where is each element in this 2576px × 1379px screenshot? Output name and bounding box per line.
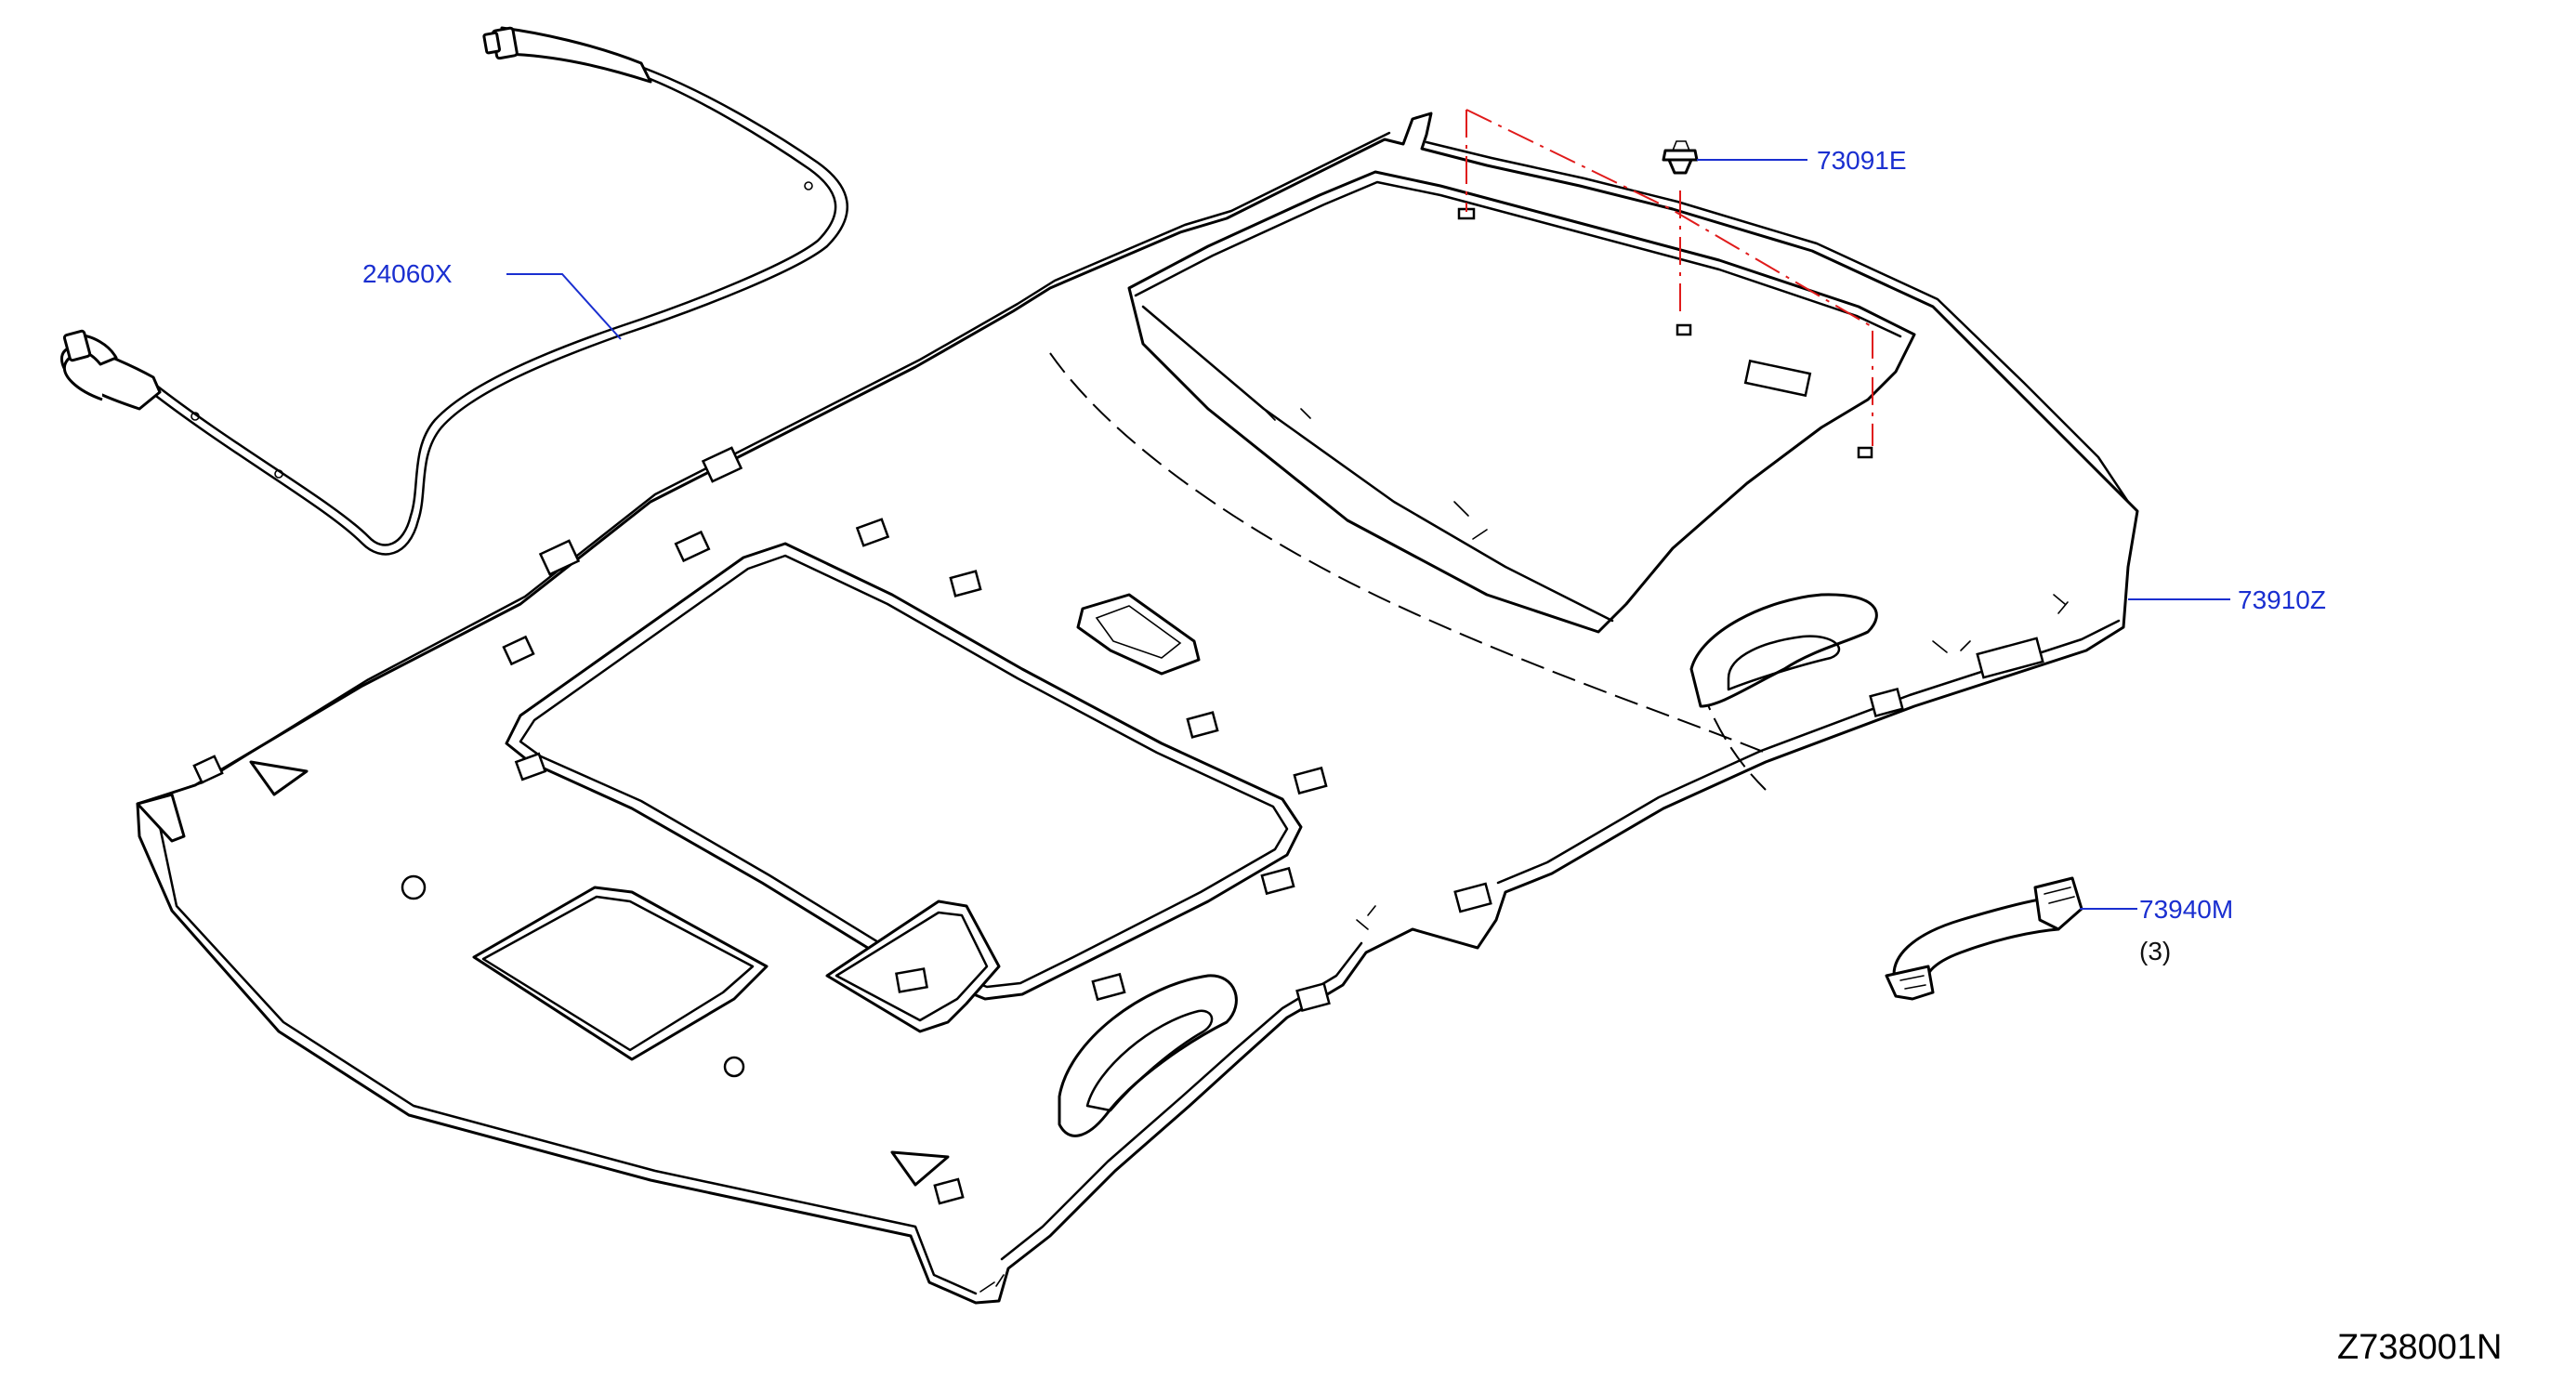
diagram-code: Z738001N (2337, 1328, 2502, 1367)
part-label-73910z[interactable]: 73910Z (2238, 585, 2326, 614)
leader-line-24060x (506, 273, 622, 340)
part-label-73940m[interactable]: 73940M (2139, 895, 2233, 924)
clip-drawing (1662, 140, 1699, 175)
clip-reference-lines (1465, 109, 1873, 446)
part-label-73091e[interactable]: 73091E (1817, 146, 1907, 175)
quantity-label-73940m: (3) (2139, 937, 2171, 965)
wire-harness-drawing (59, 26, 849, 556)
headlining-drawing (136, 112, 2139, 1305)
part-label-24060x[interactable]: 24060X (362, 259, 453, 288)
assist-grip-drawing (1885, 876, 2083, 1001)
